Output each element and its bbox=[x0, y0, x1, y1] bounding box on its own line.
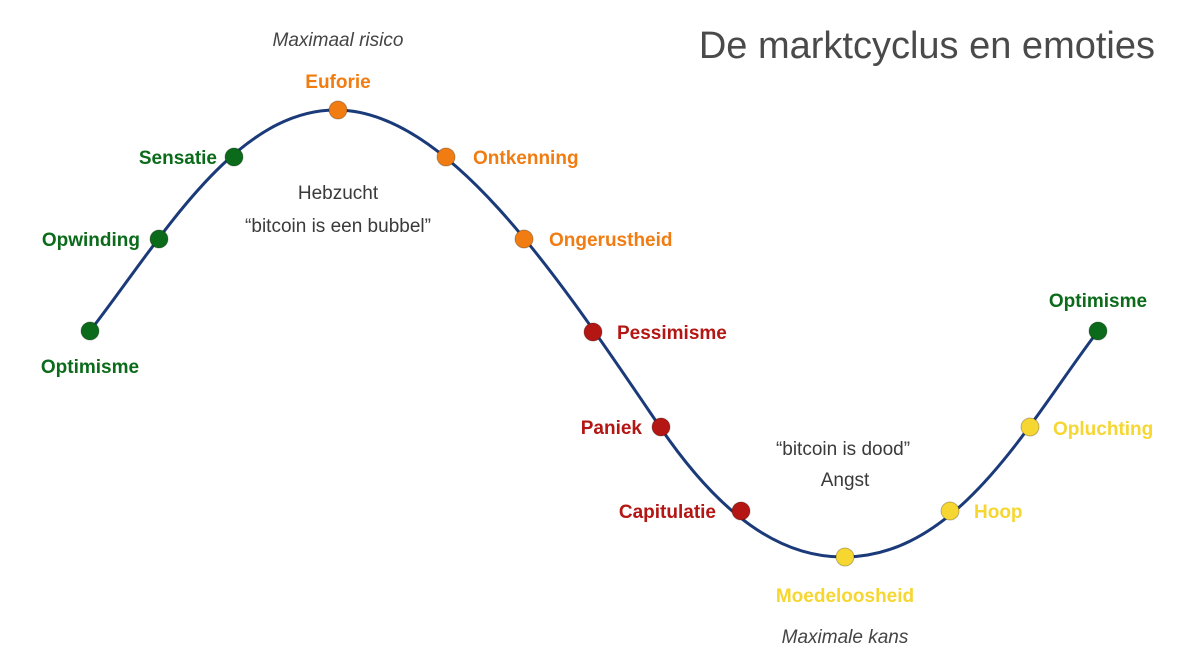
stage-label-paniek: Paniek bbox=[581, 418, 643, 439]
stage-marker-pessimisme bbox=[583, 322, 603, 342]
dead-quote: “bitcoin is dood” bbox=[776, 439, 910, 460]
stage-marker-paniek bbox=[651, 417, 671, 437]
stage-marker-opwinding bbox=[149, 229, 169, 249]
stage-marker-sensatie bbox=[224, 147, 244, 167]
stage-label-opluchting: Opluchting bbox=[1053, 419, 1153, 440]
stage-marker-hoop bbox=[940, 501, 960, 521]
stage-label-opwinding: Opwinding bbox=[42, 230, 140, 251]
stage-labels: Optimisme Opwinding Sensatie EuforieOntkenn… bbox=[41, 72, 1153, 607]
stage-label-capitulatie: Capitulatie bbox=[619, 502, 716, 523]
stage-label-ongerustheid: Ongerustheid bbox=[549, 230, 673, 251]
fear-caption: Angst bbox=[821, 470, 870, 491]
max-chance-caption: Maximale kans bbox=[782, 627, 909, 648]
stage-label-optimisme-start: Optimisme bbox=[41, 357, 139, 378]
bubble-quote: “bitcoin is een bubbel” bbox=[245, 216, 431, 237]
stage-marker-capitulatie bbox=[731, 501, 751, 521]
market-cycle-curve bbox=[88, 108, 1100, 559]
stage-marker-moedeloosheid bbox=[835, 547, 855, 567]
stage-label-optimisme-end: Optimisme bbox=[1049, 291, 1147, 312]
stage-marker-optimisme-start bbox=[80, 321, 100, 341]
max-risk-caption: Maximaal risico bbox=[273, 30, 404, 51]
stage-label-hoop: Hoop bbox=[974, 502, 1023, 523]
stage-label-ontkenning: Ontkenning bbox=[473, 148, 579, 169]
stage-points bbox=[80, 100, 1108, 567]
stage-marker-euforie bbox=[328, 100, 348, 120]
stage-marker-ontkenning bbox=[436, 147, 456, 167]
stage-marker-opluchting bbox=[1020, 417, 1040, 437]
diagram-title: De marktcyclus en emoties bbox=[699, 25, 1155, 67]
stage-label-moedeloosheid: Moedeloosheid bbox=[776, 586, 914, 607]
stage-marker-ongerustheid bbox=[514, 229, 534, 249]
stage-label-pessimisme: Pessimisme bbox=[617, 323, 727, 344]
greed-caption: Hebzucht bbox=[298, 183, 379, 204]
stage-label-sensatie: Sensatie bbox=[139, 148, 217, 169]
stage-marker-optimisme-end bbox=[1088, 321, 1108, 341]
stage-label-euforie: Euforie bbox=[305, 72, 370, 93]
